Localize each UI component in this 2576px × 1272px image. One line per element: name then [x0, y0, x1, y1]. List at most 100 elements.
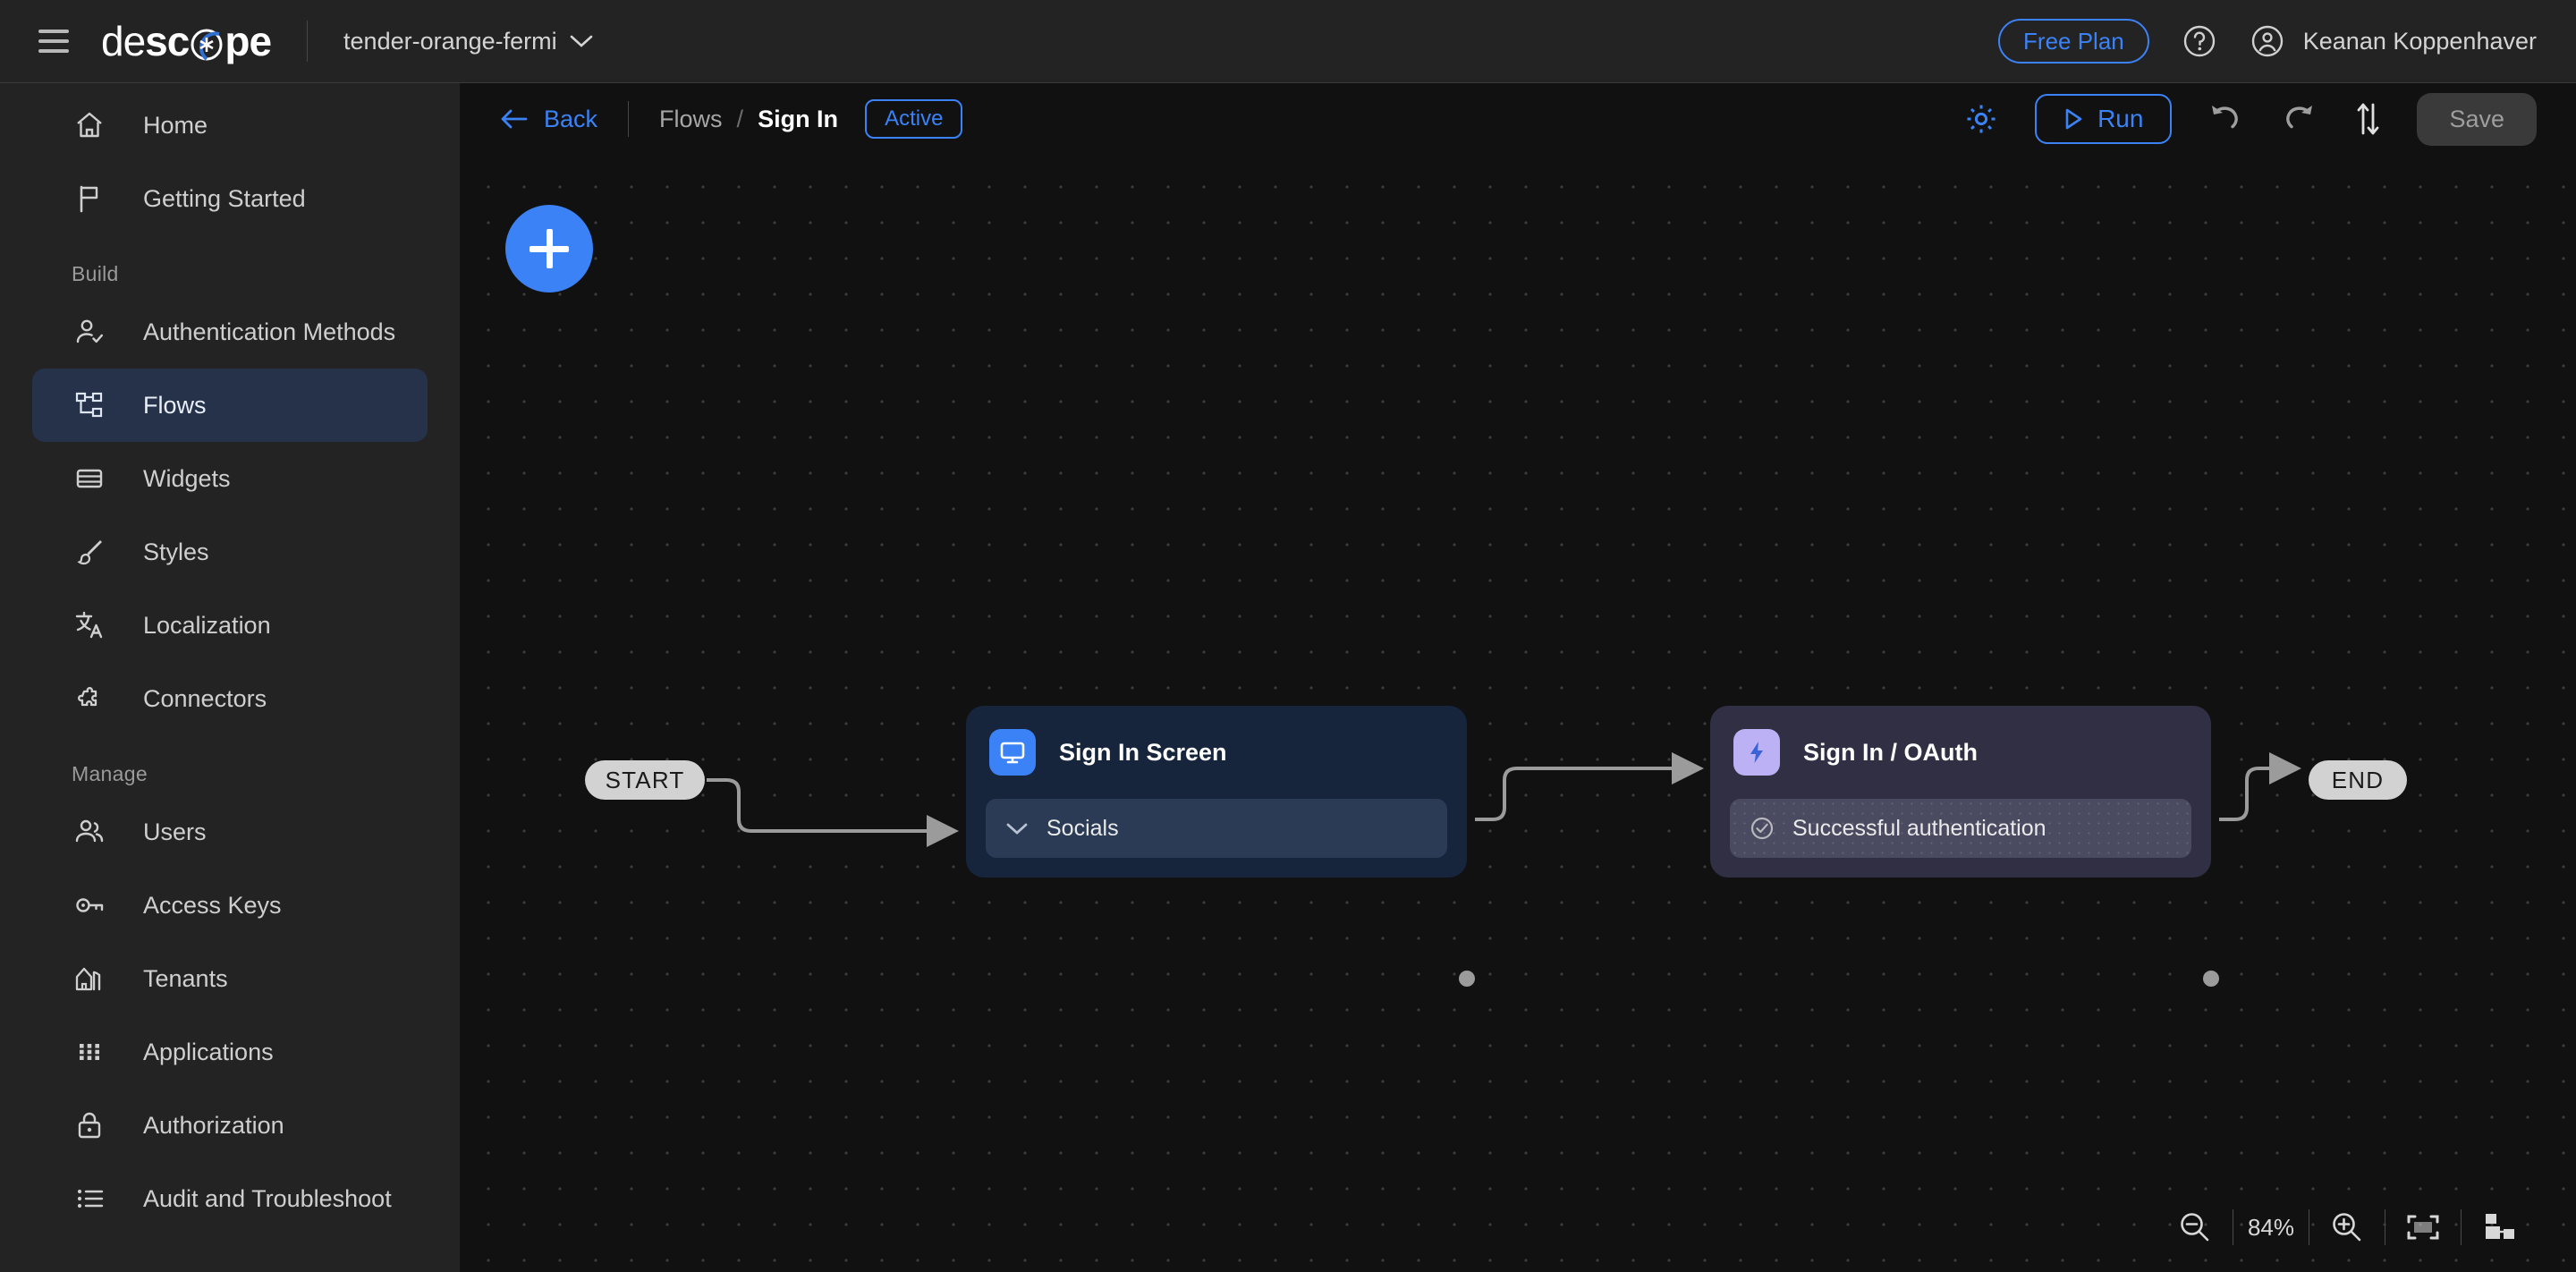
sidebar-item-label: Users	[143, 818, 207, 845]
node-title: Sign In Screen	[1059, 738, 1227, 766]
home-icon	[72, 107, 107, 143]
zoom-out-icon[interactable]	[2157, 1200, 2233, 1254]
fit-screen-icon[interactable]	[2385, 1200, 2461, 1254]
top-divider	[307, 21, 309, 62]
help-circle-icon[interactable]	[2182, 23, 2217, 59]
sidebar-item-label: Getting Started	[143, 184, 306, 212]
output-port[interactable]	[2203, 971, 2219, 987]
account-circle-icon	[2250, 23, 2285, 59]
brush-icon	[72, 534, 107, 570]
sidebar-item-label: Widgets	[143, 464, 231, 492]
sidebar-item-label: Applications	[143, 1038, 274, 1065]
free-plan-button[interactable]: Free Plan	[1998, 19, 2149, 64]
back-button[interactable]: Back	[499, 106, 597, 133]
key-icon	[72, 887, 107, 923]
sidebar-item-getting-started[interactable]: Getting Started	[32, 162, 428, 235]
run-label: Run	[2097, 105, 2144, 132]
lightning-icon	[1733, 729, 1780, 776]
sidebar-item-widgets[interactable]: Widgets	[32, 442, 428, 515]
list-icon	[72, 1181, 107, 1217]
node-row-label: Socials	[1046, 815, 1119, 841]
node-row-successful-authentication[interactable]: Successful authentication	[1730, 799, 2219, 987]
logo-text-1: de	[101, 18, 146, 64]
flow-canvas[interactable]: START Sign In Screen Socials	[460, 155, 2576, 1272]
flow-toolbar: Back Flows / Sign In Active Run	[460, 83, 2576, 155]
breadcrumb: Flows / Sign In	[659, 106, 838, 133]
sidebar-item-label: Localization	[143, 611, 271, 639]
user-name: Keanan Koppenhaver	[2302, 27, 2537, 55]
auto-layout-icon[interactable]	[2462, 1200, 2537, 1254]
top-bar-right: Free Plan Keanan Koppenhaver	[1998, 19, 2537, 64]
zoom-in-icon[interactable]	[2309, 1200, 2385, 1254]
sidebar-item-styles[interactable]: Styles	[32, 515, 428, 589]
node-row-socials[interactable]: Socials	[986, 799, 1475, 987]
toolbar-divider	[628, 101, 630, 137]
sidebar-item-label: Tenants	[143, 964, 228, 992]
project-name: tender-orange-fermi	[343, 27, 557, 55]
sidebar-item-label: Authentication Methods	[143, 318, 396, 345]
sidebar-item-authorization[interactable]: Authorization	[32, 1089, 428, 1162]
flow-node-sign-in-oauth[interactable]: Sign In / OAuth Successful authenticatio…	[1710, 706, 2219, 987]
hamburger-icon[interactable]	[38, 30, 69, 53]
status-badge[interactable]: Active	[865, 99, 963, 139]
node-row-label: Successful authentication	[1792, 815, 2046, 841]
sidebar-item-home[interactable]: Home	[32, 89, 428, 162]
sidebar-item-applications[interactable]: Applications	[32, 1015, 428, 1089]
zoom-level[interactable]: 84%	[2247, 1213, 2295, 1241]
node-header: Sign In Screen	[986, 725, 1447, 776]
sidebar-item-label: Connectors	[143, 684, 267, 712]
zoom-divider	[2461, 1209, 2462, 1245]
zoom-controls: 84%	[2157, 1200, 2537, 1254]
run-button[interactable]: Run	[2035, 94, 2173, 144]
chevron-down-icon	[570, 34, 593, 48]
sidebar-item-audit-and-troubleshoot[interactable]: Audit and Troubleshoot	[32, 1162, 428, 1235]
add-node-button[interactable]	[505, 205, 593, 293]
sidebar: Home Getting Started Build Authenticatio…	[0, 83, 460, 1272]
sidebar-item-label: Home	[143, 111, 208, 139]
logo-text-3: pe	[225, 18, 272, 64]
sidebar-section-build: Build	[72, 262, 119, 285]
sidebar-item-access-keys[interactable]: Access Keys	[32, 869, 428, 942]
logo-text-2: sc	[145, 18, 190, 64]
flow-nodes-icon	[72, 387, 107, 423]
user-menu[interactable]: Keanan Koppenhaver	[2250, 23, 2537, 59]
sidebar-item-connectors[interactable]: Connectors	[32, 662, 428, 735]
arrows-vertical-icon[interactable]	[2352, 99, 2383, 139]
end-node[interactable]: END	[2309, 760, 2407, 800]
gear-icon[interactable]	[1962, 99, 2001, 139]
lock-icon	[72, 1107, 107, 1143]
breadcrumb-separator: /	[736, 105, 744, 132]
grid-dots-icon	[72, 1034, 107, 1070]
undo-icon[interactable]	[2206, 101, 2245, 137]
logo-asterisk-icon	[189, 21, 225, 61]
flow-node-sign-in-screen[interactable]: Sign In Screen Socials	[966, 706, 1475, 987]
breadcrumb-current: Sign In	[758, 105, 839, 132]
node-title: Sign In / OAuth	[1803, 738, 1978, 766]
sidebar-item-users[interactable]: Users	[32, 795, 428, 869]
project-selector[interactable]: tender-orange-fermi	[343, 28, 593, 55]
save-button[interactable]: Save	[2417, 92, 2537, 146]
sidebar-item-flows[interactable]: Flows	[32, 369, 428, 442]
sidebar-item-tenants[interactable]: Tenants	[32, 942, 428, 1015]
chevron-down-icon	[1005, 821, 1029, 835]
redo-icon[interactable]	[2279, 101, 2318, 137]
sidebar-item-localization[interactable]: Localization	[32, 589, 428, 662]
puzzle-icon	[72, 681, 107, 717]
widgets-icon	[72, 461, 107, 496]
start-node[interactable]: START	[585, 760, 705, 800]
user-check-icon	[72, 314, 107, 350]
users-icon	[72, 814, 107, 850]
sidebar-item-authentication-methods[interactable]: Authentication Methods	[32, 295, 428, 369]
breadcrumb-flows[interactable]: Flows	[659, 105, 723, 132]
sidebar-item-label: Access Keys	[143, 891, 282, 919]
flag-icon	[72, 181, 107, 216]
output-port[interactable]	[1459, 971, 1475, 987]
building-icon	[72, 961, 107, 996]
sidebar-item-label: Styles	[143, 538, 209, 565]
node-header: Sign In / OAuth	[1730, 725, 2191, 776]
flow-edges	[707, 752, 2301, 847]
sidebar-item-label: Audit and Troubleshoot	[143, 1184, 392, 1212]
